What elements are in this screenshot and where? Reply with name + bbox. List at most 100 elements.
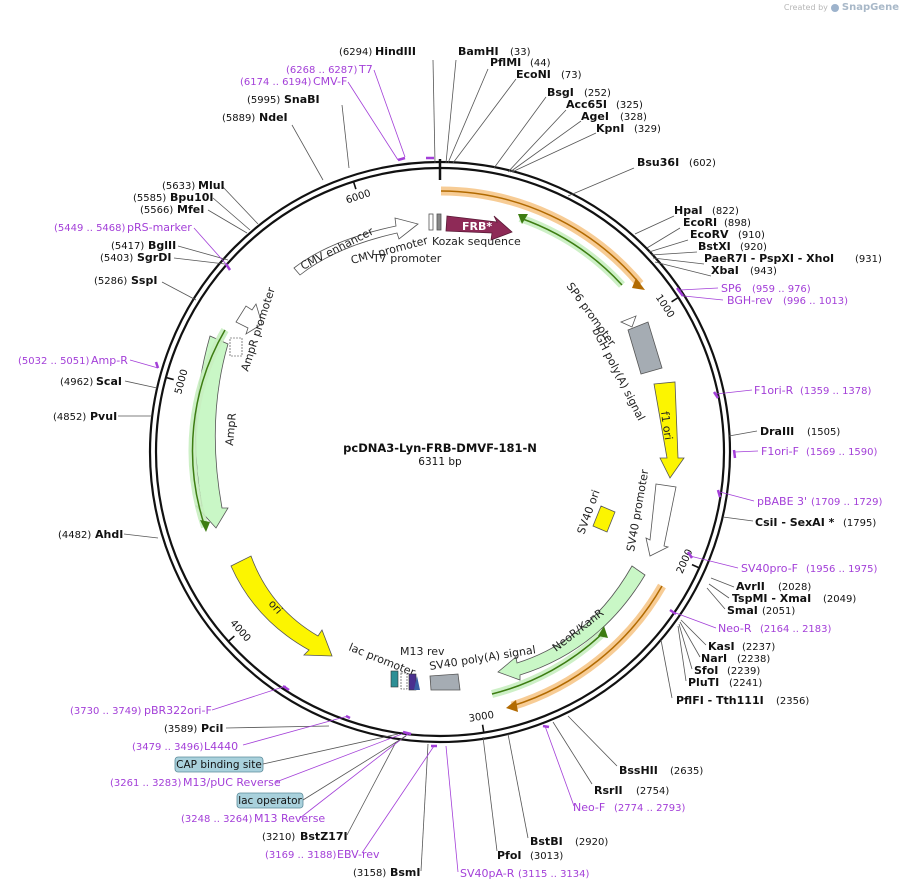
primer-cmvf-pos: (6174 .. 6194) bbox=[240, 77, 312, 88]
enzyme-pvui-pos: (4852) bbox=[53, 412, 86, 423]
enzyme-pvui-name[interactable]: PvuI bbox=[90, 410, 117, 423]
primer-l4440-name[interactable]: L4440 bbox=[204, 740, 238, 753]
primer-prs-marker-pos: (5449 .. 5468) bbox=[54, 223, 126, 234]
enzyme-tspmi-pos: (2049) bbox=[823, 594, 856, 605]
enzyme-pluti-name[interactable]: PluTI bbox=[688, 676, 719, 689]
primer-ampr-name[interactable]: Amp-R bbox=[91, 354, 128, 367]
enzyme-snabi-pos: (5995) bbox=[247, 95, 280, 106]
enzyme-acc65i-name[interactable]: Acc65I bbox=[566, 98, 607, 111]
primer-f1orir-pos: (1359 .. 1378) bbox=[800, 386, 872, 397]
enzyme-bsshii-name[interactable]: BssHII bbox=[619, 764, 658, 777]
feature-neo-inner-arrowhead bbox=[598, 626, 608, 638]
enzyme-pflmi-pos: (44) bbox=[530, 58, 551, 69]
primer-m13puc-name[interactable]: M13/pUC Reverse bbox=[183, 776, 281, 789]
enzyme-bstbi-name[interactable]: BstBI bbox=[530, 835, 563, 848]
feature-frb-label: FRB* bbox=[462, 220, 492, 233]
enzyme-hpai-name[interactable]: HpaI bbox=[674, 204, 703, 217]
enzyme-rsrii-name[interactable]: RsrII bbox=[594, 784, 623, 797]
primer-pbabe-pos: (1709 .. 1729) bbox=[811, 497, 883, 508]
enzyme-ecorv-name[interactable]: EcoRV bbox=[690, 228, 729, 241]
feature-lyn-arrowhead bbox=[518, 214, 528, 224]
enzyme-xbai-pos: (943) bbox=[750, 266, 777, 277]
enzyme-scai-name[interactable]: ScaI bbox=[96, 375, 122, 388]
enzyme-bstxi-name[interactable]: BstXI bbox=[698, 240, 731, 253]
primer-neor-name[interactable]: Neo-R bbox=[718, 622, 752, 635]
enzyme-pcii-name[interactable]: PciI bbox=[201, 722, 223, 735]
enzyme-kasi-name[interactable]: KasI bbox=[708, 640, 735, 653]
enzyme-smai-name[interactable]: SmaI bbox=[727, 604, 758, 617]
feature-sv40-ori-box[interactable] bbox=[592, 505, 616, 533]
primer-neor-pos: (2164 .. 2183) bbox=[760, 624, 832, 635]
enzyme-nari-name[interactable]: NarI bbox=[701, 652, 727, 665]
enzyme-avrii-name[interactable]: AvrII bbox=[736, 580, 765, 593]
primer-pbr322ori-name[interactable]: pBR322ori-F bbox=[144, 704, 212, 717]
enzyme-csii-name[interactable]: CsiI - SexAI * bbox=[755, 516, 835, 529]
feature-ampr-arrowhead bbox=[200, 520, 210, 532]
primer-cmvf-name[interactable]: CMV-F bbox=[313, 75, 347, 88]
feature-neor-arrow[interactable] bbox=[497, 565, 646, 681]
primer-neof-name[interactable]: Neo-F bbox=[573, 801, 605, 814]
enzyme-paer7i-name[interactable]: PaeR7I - PspXI - XhoI bbox=[704, 252, 834, 265]
enzyme-xbai-name[interactable]: XbaI bbox=[711, 264, 739, 277]
enzyme-bstz17i-name[interactable]: BstZ17I bbox=[300, 830, 348, 843]
tick-label-3000: 3000 bbox=[468, 710, 495, 725]
feature-ampr-promoter-arrow[interactable] bbox=[235, 303, 263, 335]
feature-frb-orf-arrowhead bbox=[632, 278, 645, 290]
tick-label-4000: 4000 bbox=[227, 618, 252, 644]
enzyme-bsgi-name[interactable]: BsgI bbox=[547, 86, 574, 99]
enzyme-agei-name[interactable]: AgeI bbox=[581, 110, 609, 123]
enzyme-sfoi-name[interactable]: SfoI bbox=[694, 664, 718, 677]
enzyme-pfoi-name[interactable]: PfoI bbox=[497, 849, 522, 862]
primer-f1orif-name[interactable]: F1ori-F bbox=[761, 445, 799, 458]
primer-bghrev-name[interactable]: BGH-rev bbox=[727, 294, 773, 307]
enzyme-hindiii-pos: (6294) bbox=[339, 47, 372, 58]
enzyme-ndei-name[interactable]: NdeI bbox=[259, 111, 288, 124]
feature-frb-arrow[interactable] bbox=[445, 215, 513, 241]
snapgene-branding: Created by SnapGene bbox=[784, 2, 899, 13]
feature-t7-promoter-label: T7 promoter bbox=[372, 252, 442, 265]
primer-f1orir-name[interactable]: F1ori-R bbox=[754, 384, 794, 397]
enzyme-hindiii-name[interactable]: HindIII bbox=[375, 45, 416, 58]
cap-binding-site-box[interactable] bbox=[174, 756, 264, 773]
enzyme-pflmi-name[interactable]: PflMI bbox=[490, 56, 521, 69]
enzyme-bamhi-name[interactable]: BamHI bbox=[458, 45, 499, 58]
primer-sp6-name[interactable]: SP6 bbox=[721, 282, 742, 295]
primer-pbabe-name[interactable]: pBABE 3' bbox=[757, 495, 807, 508]
enzyme-mfei-name[interactable]: MfeI bbox=[177, 203, 204, 216]
primer-sv40prof-name[interactable]: SV40pro-F bbox=[741, 562, 798, 575]
enzyme-mlui-name[interactable]: MluI bbox=[198, 179, 225, 192]
created-by-text: Created by bbox=[783, 3, 828, 12]
enzyme-kpni-name[interactable]: KpnI bbox=[596, 122, 624, 135]
primer-ebvrev-name[interactable]: EBV-rev bbox=[337, 848, 380, 861]
primer-prs-marker-name[interactable]: pRS-marker bbox=[127, 221, 192, 234]
feature-lyn-line bbox=[519, 217, 623, 286]
enzyme-snabi-name[interactable]: SnaBI bbox=[284, 93, 320, 106]
feature-sv40-polya-box[interactable] bbox=[429, 673, 461, 691]
feature-cmv-enhancer-arrow[interactable] bbox=[293, 217, 419, 276]
primer-ebvrev-pos: (3169 .. 3188) bbox=[265, 850, 337, 861]
enzyme-draiii-name[interactable]: DraIII bbox=[760, 425, 794, 438]
enzyme-sspi-name[interactable]: SspI bbox=[131, 274, 157, 287]
enzyme-tspmi-name[interactable]: TspMI - XmaI bbox=[732, 592, 811, 605]
feature-f1-ori-arrow[interactable] bbox=[653, 381, 685, 479]
plasmid-name: pcDNA3-Lyn-FRB-DMVF-181-N bbox=[343, 441, 537, 455]
primer-sv40pa-name[interactable]: SV40pA-R bbox=[460, 867, 515, 880]
feature-sv40-promoter-arrow[interactable] bbox=[645, 483, 677, 557]
enzyme-bglii-name[interactable]: BglII bbox=[148, 239, 176, 252]
lac-operator-box[interactable] bbox=[236, 792, 304, 809]
enzyme-sgrdi-name[interactable]: SgrDI bbox=[137, 251, 171, 264]
enzyme-econi-name[interactable]: EcoNI bbox=[516, 68, 551, 81]
primer-marks bbox=[154, 156, 737, 748]
enzyme-ecori-name[interactable]: EcoRI bbox=[683, 216, 717, 229]
enzyme-pflfi-name[interactable]: PflFI - Tth111I bbox=[676, 694, 764, 707]
primer-m13rev-name[interactable]: M13 Reverse bbox=[254, 812, 325, 825]
primer-t7-name[interactable]: T7 bbox=[358, 63, 373, 76]
enzyme-ahdi-name[interactable]: AhdI bbox=[95, 528, 123, 541]
feature-ori-arrow[interactable] bbox=[230, 555, 333, 657]
enzyme-bsmi-name[interactable]: BsmI bbox=[390, 866, 421, 879]
enzyme-bpu10i-name[interactable]: Bpu10I bbox=[170, 191, 214, 204]
feature-bgh-polya-box[interactable] bbox=[627, 321, 663, 375]
tick-label-6000: 6000 bbox=[345, 188, 373, 206]
enzyme-bsu36i-name[interactable]: Bsu36I bbox=[637, 156, 679, 169]
tick-label-1000: 1000 bbox=[653, 293, 676, 320]
